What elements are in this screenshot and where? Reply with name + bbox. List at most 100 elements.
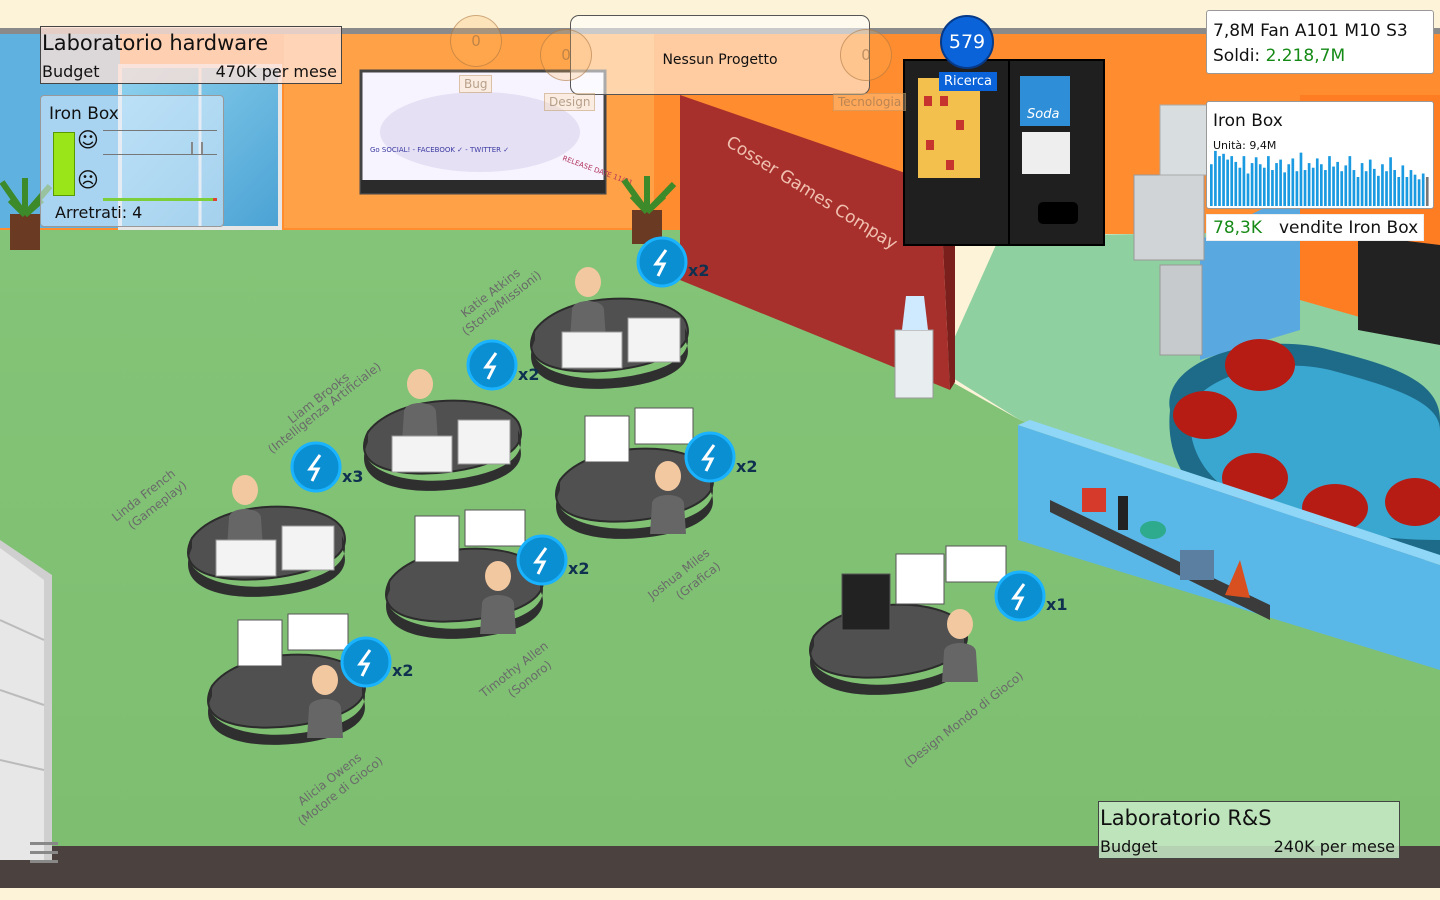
current-project-box[interactable]: Nessun Progetto <box>570 15 870 95</box>
sales-bar <box>1360 163 1364 206</box>
sales-bar <box>1364 171 1368 206</box>
sales-bar <box>1283 172 1286 206</box>
backlog-value: 4 <box>132 203 143 222</box>
rd-lab-title: Laboratorio R&S <box>1100 806 1272 830</box>
sales-bar <box>1393 170 1396 206</box>
sales-bar <box>1368 159 1372 206</box>
project-panel[interactable]: Iron Box ☺ ☹ Arretrati: 4 <box>40 95 224 227</box>
sales-bar <box>1320 164 1323 206</box>
tech-counter: 0 <box>840 29 892 81</box>
boost-value: x2 <box>736 457 757 476</box>
research-label: Ricerca <box>939 72 997 91</box>
rd-lab-budget-label: Budget <box>1100 837 1158 856</box>
boost-badge-liam[interactable]: x2 <box>466 339 539 391</box>
design-counter: 0 <box>540 29 592 81</box>
sales-bar <box>1348 156 1352 206</box>
money-line: Soldi: 2.218,7M <box>1213 46 1346 66</box>
sales-bar <box>1381 164 1384 206</box>
sales-bar <box>1389 157 1392 206</box>
boost-badge-linda[interactable]: x3 <box>290 441 363 493</box>
sales-bar <box>1425 177 1429 206</box>
sales-bar <box>1324 170 1327 206</box>
sales-bar <box>1372 168 1376 206</box>
sales-bar <box>1409 170 1413 206</box>
divider <box>103 130 217 131</box>
boost-badge-alicia[interactable]: x2 <box>340 636 413 688</box>
sales-bar <box>1230 156 1234 206</box>
sales-bar <box>1258 164 1262 206</box>
project-name: Iron Box <box>49 104 119 124</box>
tech-label: Tecnologia <box>833 93 907 111</box>
rd-lab-panel[interactable]: Laboratorio R&S Budget 240K per mese <box>1098 801 1400 859</box>
weekly-sales-value: 78,3K <box>1213 218 1262 238</box>
hardware-lab-budget-value: 470K per mese <box>215 62 337 81</box>
sales-bar <box>1405 177 1409 206</box>
hardware-lab-title: Laboratorio hardware <box>42 31 269 55</box>
sales-bar <box>1328 156 1331 206</box>
sales-bar <box>1336 161 1339 206</box>
sales-bar <box>1421 173 1425 206</box>
sales-bar <box>1222 153 1225 206</box>
sales-bar <box>1238 167 1242 206</box>
sales-bar <box>1340 171 1344 206</box>
sales-bar <box>1413 174 1417 206</box>
divider <box>103 154 217 155</box>
project-status: Nessun Progetto <box>662 52 778 68</box>
sales-bar <box>1311 167 1315 206</box>
research-points-button[interactable]: 579 <box>940 15 994 69</box>
boost-value: x2 <box>392 661 413 680</box>
soda-label: Soda <box>1027 107 1059 122</box>
sales-panel[interactable]: Iron Box Unità: 9,4M <box>1206 101 1434 209</box>
sales-bar <box>1332 166 1335 206</box>
boost-badge-joshua[interactable]: x2 <box>684 431 757 483</box>
sales-bar <box>1279 159 1282 206</box>
project-quality-bar <box>103 198 217 201</box>
sales-bar <box>1246 173 1250 206</box>
sales-bar <box>1315 158 1319 206</box>
sales-bar <box>1275 163 1278 206</box>
sales-units: Unità: 9,4M <box>1213 139 1277 152</box>
backlog-label: Arretrati: 4 <box>55 203 143 222</box>
boost-value: x2 <box>568 559 589 578</box>
sales-bar <box>1234 161 1238 206</box>
design-label: Design <box>544 93 596 111</box>
money-value: 2.218,7M <box>1265 46 1346 66</box>
happy-face-icon: ☺ <box>77 128 99 152</box>
menu-icon[interactable] <box>30 842 58 866</box>
project-progress-bar <box>53 132 75 196</box>
sales-bar <box>1214 150 1217 206</box>
fans-info: 7,8M Fan A101 M10 S3 <box>1213 21 1408 41</box>
hardware-lab-panel[interactable]: Laboratorio hardware Budget 470K per mes… <box>40 26 342 84</box>
sales-bar <box>1295 171 1299 206</box>
sales-bar <box>1271 170 1274 206</box>
whiteboard-note-1: Go SOCIAL! - FACEBOOK ✓ - TWITTER ✓ <box>370 146 509 154</box>
sales-bar <box>1210 164 1213 206</box>
bug-counter: 0 <box>450 15 502 67</box>
boost-value: x3 <box>342 467 363 486</box>
boost-badge-designer[interactable]: x1 <box>994 570 1067 622</box>
sales-bar <box>1401 165 1405 206</box>
sales-bar <box>1417 179 1421 206</box>
sales-bar <box>1291 158 1295 206</box>
bug-label: Bug <box>459 75 493 93</box>
boost-value: x2 <box>518 365 539 384</box>
sales-bar <box>1250 163 1254 206</box>
sales-bar <box>1377 175 1380 206</box>
sales-bar <box>1303 170 1307 206</box>
sales-bar <box>1242 156 1246 206</box>
boost-value: x2 <box>688 261 709 280</box>
rd-lab-budget-value: 240K per mese <box>1273 837 1395 856</box>
boost-value: x1 <box>1046 595 1067 614</box>
sales-bar <box>1356 177 1360 206</box>
boost-badge-katie[interactable]: x2 <box>636 236 709 288</box>
boost-badge-timothy[interactable]: x2 <box>516 534 589 586</box>
sales-bar <box>1226 159 1229 206</box>
sales-bar <box>1254 157 1258 206</box>
sales-bar <box>1397 177 1401 206</box>
sales-bar <box>1262 167 1266 206</box>
weekly-sales-label: vendite Iron Box <box>1279 218 1419 238</box>
sad-face-icon: ☹ <box>77 168 99 192</box>
sales-bar <box>1287 164 1291 206</box>
stats-panel: 7,8M Fan A101 M10 S3 Soldi: 2.218,7M <box>1206 10 1434 74</box>
